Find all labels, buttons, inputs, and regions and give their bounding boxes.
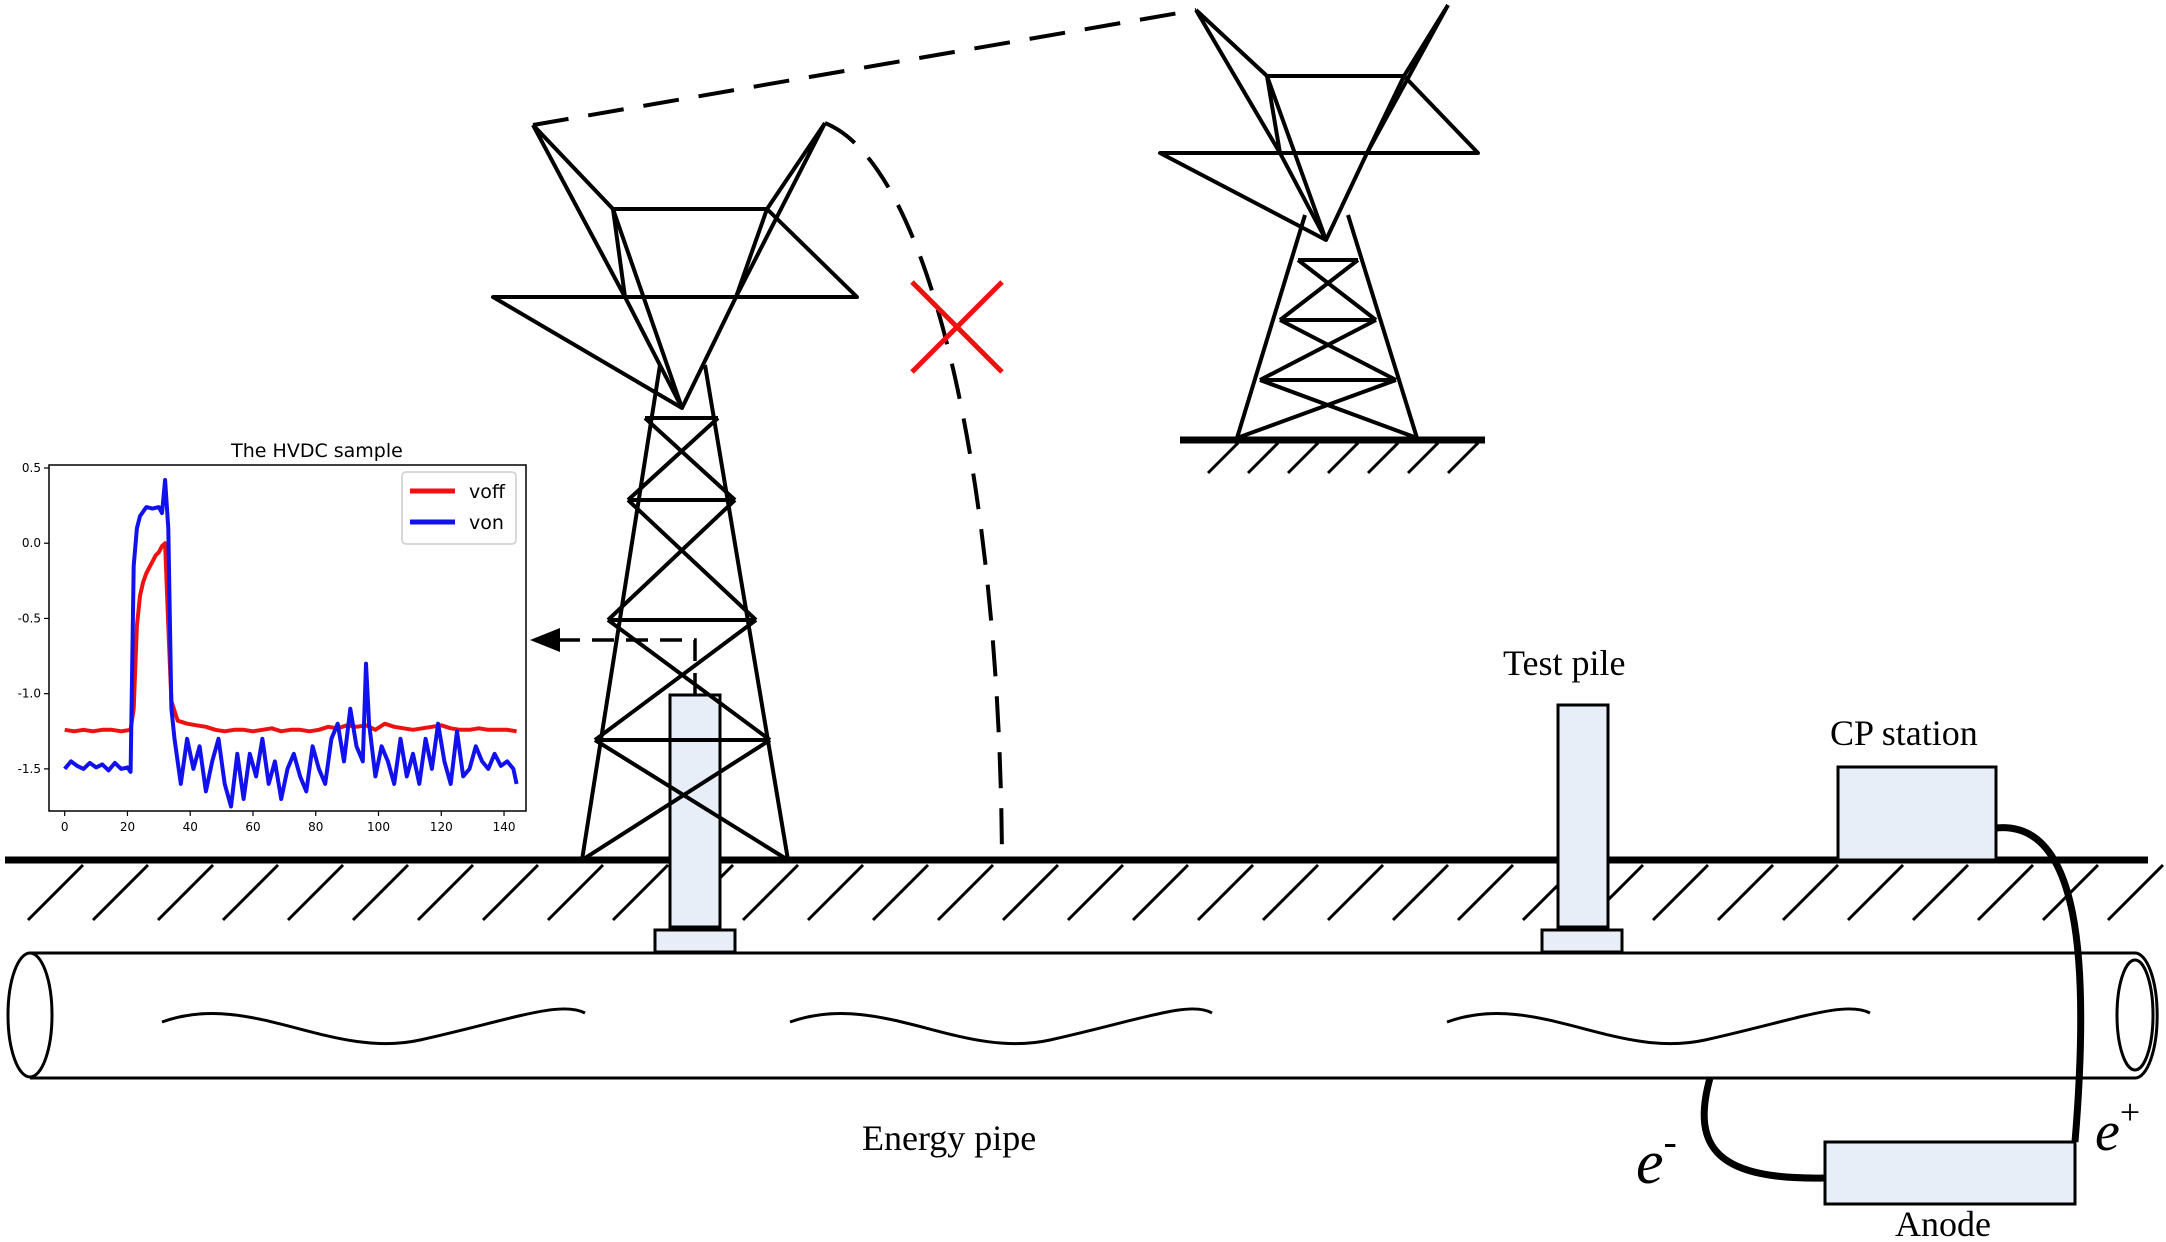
hatch-mark	[416, 863, 475, 922]
transmission-tower-far	[1158, 3, 1480, 440]
hatch-mark	[1131, 863, 1190, 922]
test-pile-right	[1540, 703, 1624, 954]
hatch-mark	[1651, 863, 1710, 922]
test-pile-label: Test pile	[1503, 643, 1625, 683]
legend-label-von: von	[469, 512, 504, 534]
hatch-mark	[1066, 863, 1125, 922]
hatch-mark	[26, 863, 85, 922]
electron-minus-label: e-	[1636, 1119, 1677, 1197]
electron-plus-symbol: e	[2095, 1101, 2120, 1163]
pipe-flow-wave-3	[1446, 1007, 1871, 1046]
x-tick-label: 0	[61, 820, 69, 834]
hatch-mark	[1326, 863, 1385, 922]
legend-label-voff: voff	[469, 481, 506, 503]
anode-box	[1823, 1140, 2077, 1206]
y-tick-label: 0.5	[22, 461, 41, 475]
chart-title: The HVDC sample	[230, 440, 403, 462]
measurement-arrow	[530, 628, 697, 695]
hatch-mark	[481, 863, 540, 922]
x-tick-label: 120	[430, 820, 453, 834]
hatch-mark	[1976, 863, 2035, 922]
hatch-mark	[2106, 863, 2165, 922]
hatch-mark	[936, 863, 995, 922]
cp-station-label: CP station	[1830, 713, 1978, 753]
cable-cp-to-anode	[1995, 824, 2085, 1143]
hatch-mark	[91, 863, 150, 922]
test-pile-left	[653, 693, 737, 954]
cp-station-box	[1836, 765, 1998, 862]
hatch-mark	[1716, 863, 1775, 922]
pipe-flow-wave-2	[789, 1007, 1213, 1046]
x-tick-label: 20	[120, 820, 135, 834]
fault-arc-dashed	[824, 121, 1004, 861]
series-line-voff	[64, 541, 517, 734]
pipe-left-end	[6, 951, 54, 1079]
hatch-mark	[806, 863, 865, 922]
pipe-flow-wave-1	[161, 1007, 586, 1046]
electron-plus-superscript: +	[2120, 1092, 2140, 1132]
hatch-mark	[1196, 863, 1255, 922]
y-tick-label: -1.0	[18, 687, 41, 701]
hatch-mark	[1391, 863, 1450, 922]
cable-pipe-to-anode	[1700, 1077, 1826, 1182]
hatch-mark	[1911, 863, 1970, 922]
ground-hatching	[26, 863, 2165, 922]
series-line-von	[63, 478, 519, 809]
y-tick-label: 0.0	[22, 536, 41, 550]
fault-cross-icon	[910, 280, 1004, 374]
hvdc-sample-chart: The HVDC sample 0 20 40 60 80 100 120 140 0.5 0.0…	[18, 440, 527, 834]
hatch-mark	[1781, 863, 1840, 922]
hatch-mark	[221, 863, 280, 922]
hatch-mark	[611, 863, 670, 922]
overhead-line-dashed	[532, 8, 1197, 127]
hatch-mark	[156, 863, 215, 922]
anode-label: Anode	[1895, 1204, 1991, 1242]
far-tower-ground-hatching	[1206, 441, 1480, 475]
chart-legend: voff von	[401, 471, 517, 545]
hatch-mark	[1846, 863, 1905, 922]
x-tick-label: 60	[245, 820, 260, 834]
hatch-mark	[546, 863, 605, 922]
hatch-mark	[286, 863, 345, 922]
x-tick-label: 40	[183, 820, 198, 834]
hatch-mark	[1261, 863, 1320, 922]
hatch-mark	[1001, 863, 1060, 922]
y-tick-label: -0.5	[18, 611, 41, 625]
y-tick-label: -1.5	[18, 762, 41, 776]
pipe-right-end	[2115, 958, 2155, 1072]
hatch-mark	[1456, 863, 1515, 922]
x-tick-label: 100	[367, 820, 390, 834]
hatch-mark	[741, 863, 800, 922]
x-tick-label: 80	[308, 820, 323, 834]
energy-pipe-label: Energy pipe	[862, 1118, 1036, 1158]
transmission-tower-near	[491, 121, 859, 862]
electron-minus-superscript: -	[1664, 1119, 1677, 1164]
energy-pipe	[6, 951, 2159, 1080]
electron-minus-symbol: e	[1636, 1129, 1664, 1197]
hatch-mark	[351, 863, 410, 922]
hatch-mark	[871, 863, 930, 922]
electron-plus-label: e+	[2095, 1092, 2140, 1163]
x-tick-label: 140	[493, 820, 516, 834]
